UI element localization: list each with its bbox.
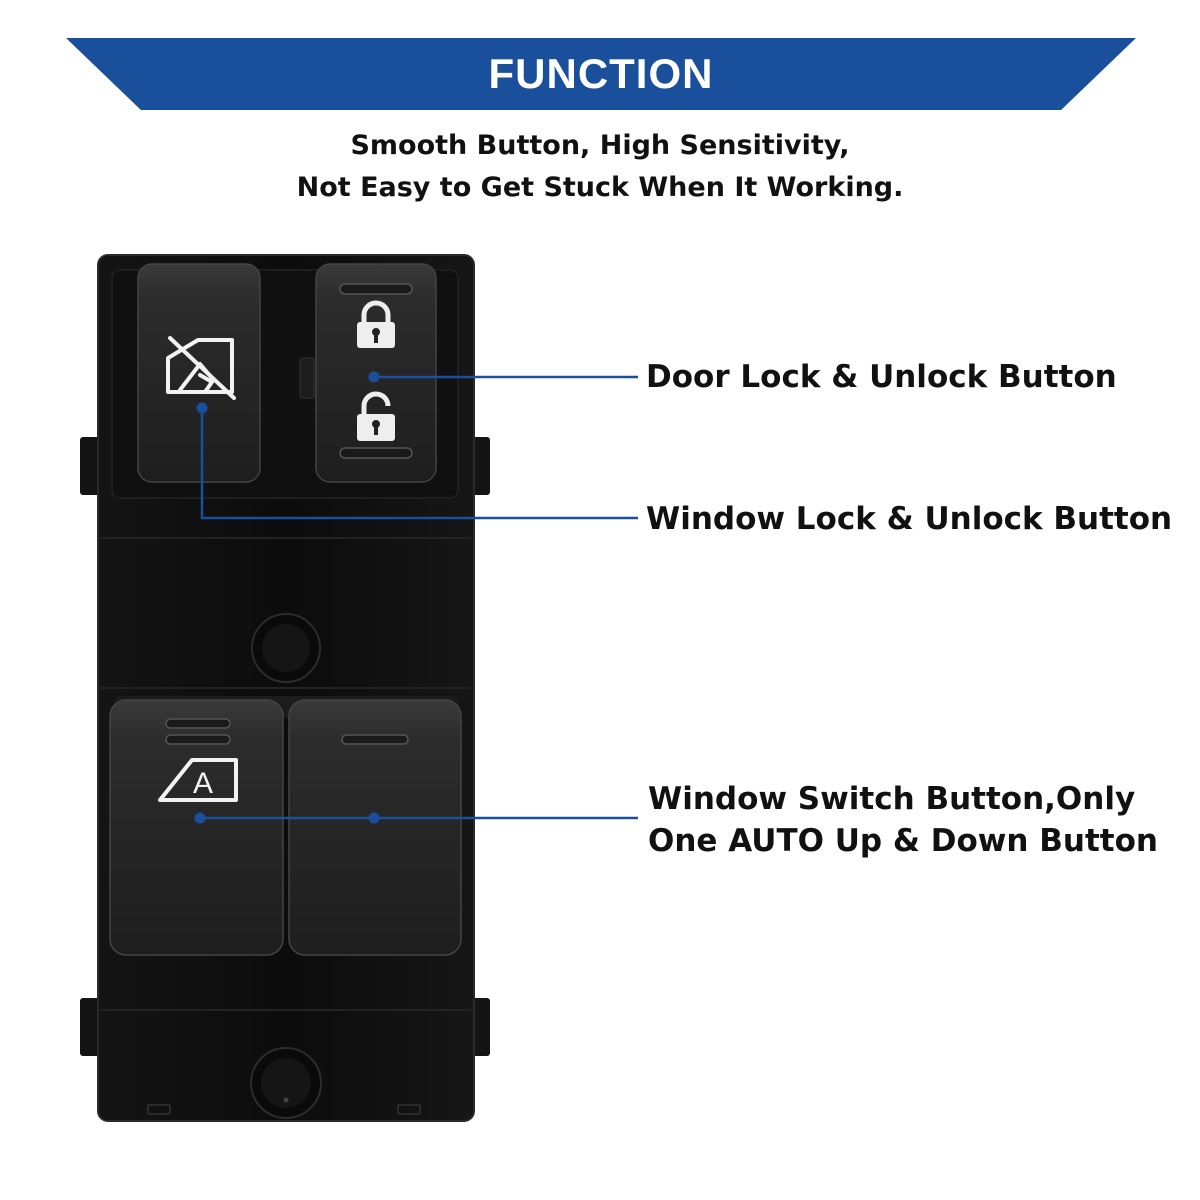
window-lock-button[interactable] (137, 263, 261, 483)
callout-window-lock: Window Lock & Unlock Button (646, 501, 1173, 537)
callout-door-lock: Door Lock & Unlock Button (646, 359, 1117, 395)
mount-hole-middle (251, 613, 321, 683)
auto-window-icon: A (158, 758, 238, 802)
callout-line-window-switch (194, 812, 638, 824)
padlock-unlocked-icon (357, 391, 395, 441)
banner-title: FUNCTION (488, 50, 714, 97)
callout-line-door-lock (368, 371, 638, 383)
callout-window-switch-line-1: Window Switch Button,Only (648, 781, 1136, 817)
subtitle-line-1: Smooth Button, High Sensitivity, (350, 130, 850, 161)
mount-hole-bottom (250, 1047, 322, 1119)
window-switch-button[interactable] (288, 699, 462, 956)
subtitle-line-2: Not Easy to Get Stuck When It Working. (296, 172, 904, 203)
callout-window-switch-line-2: One AUTO Up & Down Button (648, 823, 1158, 859)
padlock-locked-icon (357, 300, 395, 348)
auto-letter: A (193, 767, 213, 800)
function-banner: FUNCTION (66, 38, 1136, 110)
window-lock-icon (166, 336, 236, 400)
window-switch-auto-button[interactable]: A (109, 699, 284, 956)
callout-line-window-lock (196, 402, 638, 520)
